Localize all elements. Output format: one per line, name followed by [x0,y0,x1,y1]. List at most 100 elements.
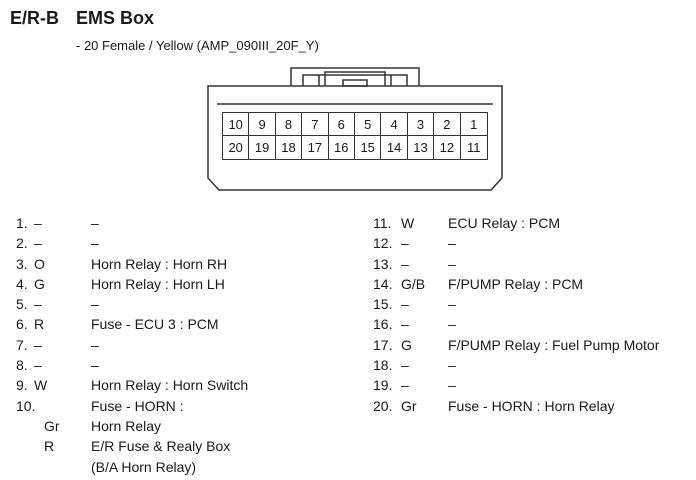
connector-housing [207,67,503,191]
pin-description: Fuse - ECU 3 : PCM [91,316,219,333]
pin-row: 8.–– [16,355,316,375]
pin-number: 8. [16,357,28,374]
pin-description: – [448,357,456,374]
wire-color: – [401,377,409,394]
pin-cell: 19 [249,136,276,159]
pin-description: ECU Relay : PCM [448,215,561,231]
pin-row: 7.–– [16,335,316,355]
pin-number: 6. [16,316,28,333]
wire-color: G [401,336,412,353]
pin-number: 12. [373,235,393,252]
pin-row: 6. R Fuse - ECU 3 : PCM [16,314,316,334]
pin-number: 15. [373,296,393,313]
pin-row: (B/A Horn Relay) [16,457,316,477]
pin-cell: 16 [329,136,355,159]
pin-row: 1.–– [16,213,316,233]
pin-cell: 18 [276,136,303,159]
pin-description: (B/A Horn Relay) [91,458,197,475]
pin-number: 5. [16,296,28,313]
wire-color: – [401,316,409,333]
pin-number: 1. [16,215,28,231]
pin-number: 13. [373,255,393,272]
wire-color: – [401,235,409,252]
pin-cell: 14 [381,136,408,159]
pin-description: Fuse - HORN : [91,397,184,414]
pin-row: 2.–– [16,233,316,253]
pin-row: 17. G F/PUMP Relay : Fuel Pump Motor [373,335,693,355]
pin-cell: 7 [302,113,329,136]
pin-number: 11. [373,215,392,231]
pin-cell: 3 [407,113,435,136]
pin-description: Horn Relay [91,417,162,434]
page-title: EMS Box [76,8,155,28]
pin-number: 10. [16,397,36,414]
wire-color: W [401,215,415,231]
pin-cell: 2 [434,113,461,136]
pin-description: – [448,296,456,313]
pin-row: 20. Gr Fuse - HORN : Horn Relay [373,396,693,416]
pin-cell: 10 [223,113,250,136]
wire-color: – [34,235,42,252]
pin-description: – [448,235,456,252]
pin-number: 7. [16,336,28,353]
pin-row: 4. G Horn Relay : Horn LH [16,274,316,294]
pin-cell: 9 [249,113,276,136]
pin-description: E/R Fuse & Realy Box [91,438,231,455]
pin-number: 16. [373,316,393,333]
pin-number: 3. [16,255,28,272]
connector-code: E/R-B [10,8,59,28]
pin-row: 5.–– [16,294,316,314]
pin-number: 20. [373,397,393,414]
pin-description: – [91,235,99,252]
pin-description: F/PUMP Relay : Fuel Pump Motor [448,336,660,353]
pin-number: 17. [373,336,393,353]
pin-row: 15.–– [373,294,693,314]
pin-cell: 13 [408,136,435,159]
pin-description: – [91,357,99,374]
pin-row: 11. W ECU Relay : PCM [373,213,693,233]
pin-number: 2. [16,235,28,252]
wire-color: G [34,275,45,292]
pin-description: Horn Relay : Horn RH [91,255,228,272]
pin-description: Horn Relay : Horn Switch [91,377,249,394]
pin-description: – [448,255,456,272]
pin-row: 19.–– [373,375,693,395]
pin-description: – [448,377,456,394]
pin-cell: 17 [302,136,329,159]
pin-description: Horn Relay : Horn LH [91,275,225,292]
wire-color: R [34,316,45,333]
wire-color: – [34,357,42,374]
wire-color: Gr [401,397,417,414]
pin-cell: 4 [381,113,408,136]
pin-row: 13.–– [373,254,693,274]
pin-row: 12.–– [373,233,693,253]
pin-cell: 11 [467,140,481,155]
pin-number: 4. [16,275,28,292]
pin-cell: 6 [328,113,355,136]
wire-color: Gr [44,417,60,434]
wire-color: G/B [401,275,426,292]
pin-cell: 8 [275,113,303,136]
pin-description: Fuse - HORN : Horn Relay [448,397,615,414]
pin-description: – [91,336,99,353]
wire-color: – [401,357,409,374]
pin-cell: 1 [460,113,487,136]
wire-color: – [401,255,409,272]
pin-description: – [91,296,99,313]
wire-color: – [34,336,42,353]
pin-number: 14. [373,275,393,292]
pin-row: 10. Fuse - HORN : [16,396,316,416]
pin-row: 16.–– [373,314,693,334]
wire-color: – [34,296,42,313]
pin-description: – [448,316,456,333]
pin-cell: 15 [355,136,382,159]
wire-color: – [34,215,42,231]
pin-row: Gr Horn Relay [16,416,316,436]
